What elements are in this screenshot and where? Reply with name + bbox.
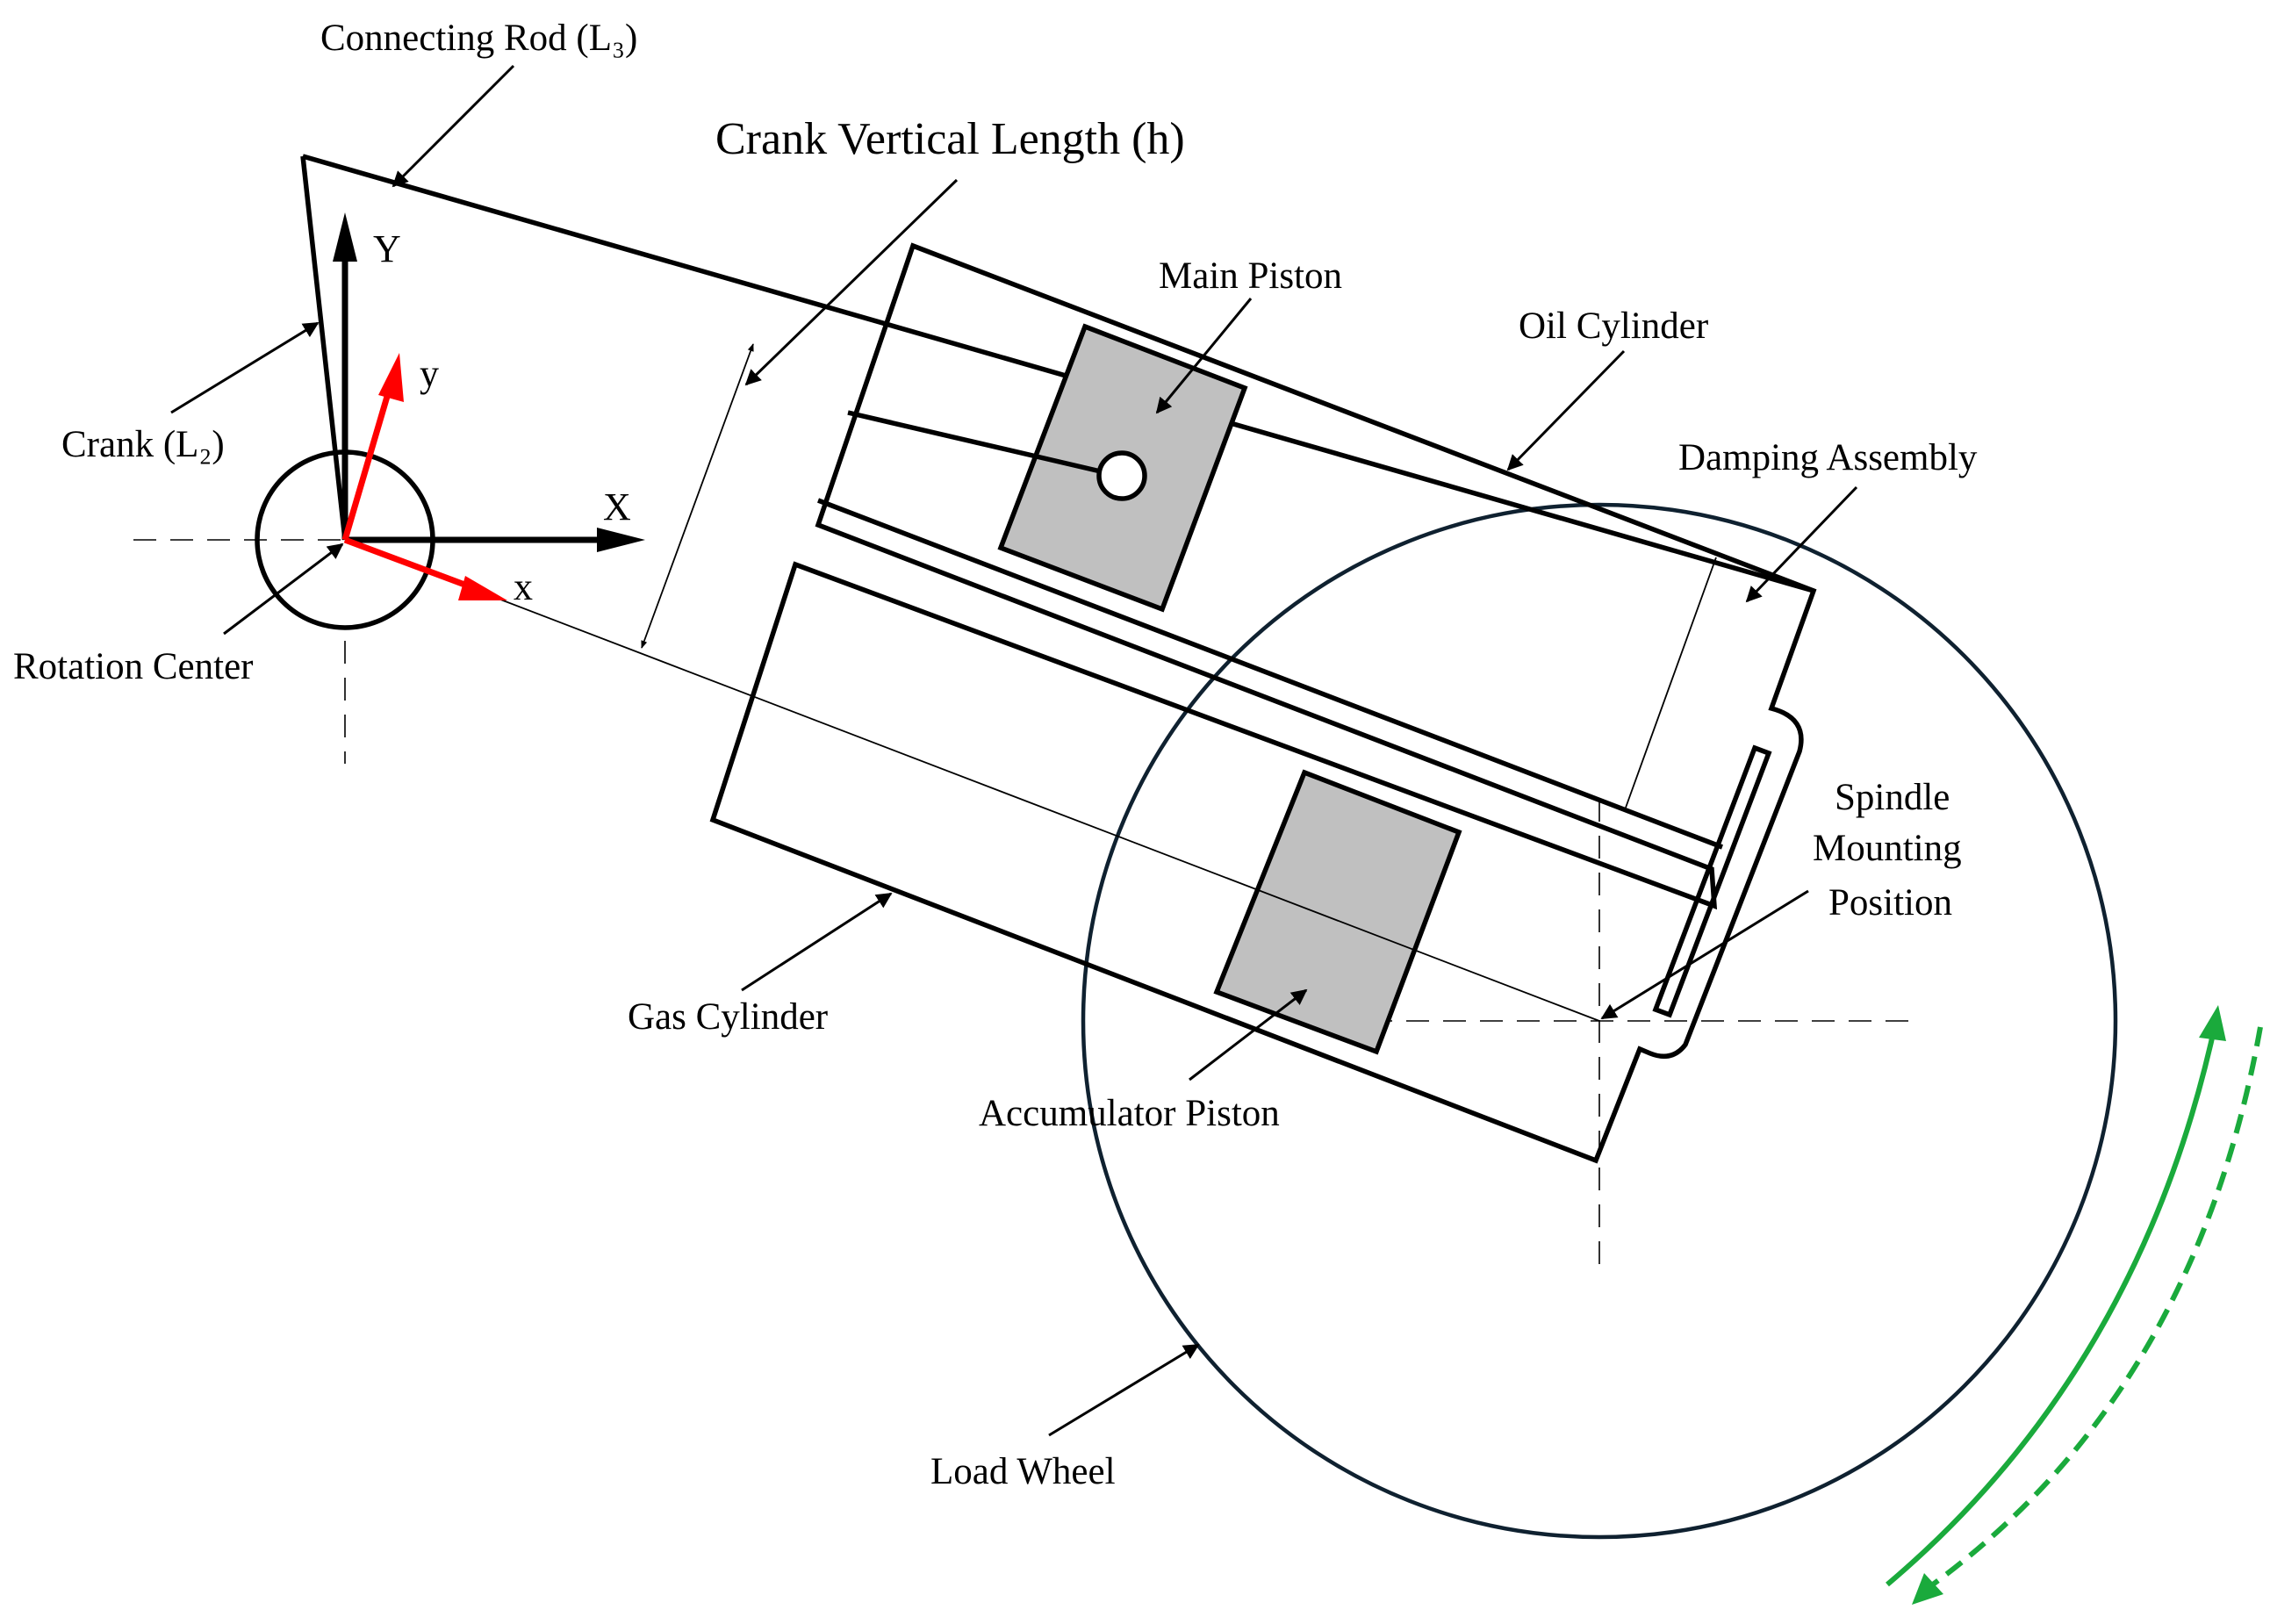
- label-spindle-line3: Position: [1828, 882, 1952, 923]
- rotation-arrow-dashed: [1925, 1026, 2263, 1592]
- global-y-arrowhead: [333, 212, 357, 262]
- axis-label-global-x: X: [603, 485, 631, 528]
- accumulator-piston: [1213, 769, 1462, 1055]
- label-spindle-line1: Spindle: [1835, 777, 1950, 818]
- dimension-h-line: [641, 343, 754, 649]
- rotation-arrow-solid-head: [2199, 1005, 2226, 1041]
- leader-spindle-mounting: [1600, 889, 1809, 1020]
- leader-rotation-center: [223, 543, 344, 636]
- label-oil-cylinder: Oil Cylinder: [1519, 305, 1708, 347]
- leader-load-wheel: [1048, 1343, 1200, 1437]
- label-crank-vertical-length: Crank Vertical Length (h): [715, 114, 1185, 164]
- local-y-arrowhead: [378, 353, 404, 402]
- local-x-arrowhead: [458, 576, 507, 600]
- label-rotation-center: Rotation Center: [13, 646, 253, 687]
- axis-label-local-y: y: [420, 352, 439, 395]
- rotation-arrow-dashed-head: [1912, 1573, 1943, 1605]
- axis-label-local-x: x: [514, 565, 533, 608]
- label-connecting-rod: Connecting Rod (L₃): [320, 18, 637, 59]
- leader-gas-cylinder: [741, 892, 893, 992]
- leader-oil-cylinder: [1506, 349, 1626, 471]
- leader-crank: [170, 321, 320, 414]
- leader-damping-assembly: [1745, 485, 1858, 603]
- label-spindle-line2: Mounting: [1813, 828, 1962, 869]
- global-x-arrowhead: [597, 528, 645, 552]
- label-gas-cylinder: Gas Cylinder: [628, 996, 828, 1038]
- piston-rod: [847, 410, 1105, 475]
- label-crank: Crank (L₂): [61, 424, 225, 465]
- damping-assembly-separator: [1625, 557, 1717, 808]
- label-accumulator-piston: Accumulator Piston: [979, 1093, 1280, 1134]
- load-wheel-circle: [1081, 502, 2118, 1540]
- rotation-arrow-solid: [1886, 1017, 2219, 1587]
- label-damping-assembly: Damping Assembly: [1678, 437, 1978, 478]
- axis-label-global-y: Y: [373, 227, 401, 270]
- leader-crank-vertical-length: [744, 178, 959, 386]
- local-x-axis: [343, 536, 476, 592]
- connecting-rod-link: [302, 154, 1814, 593]
- label-load-wheel: Load Wheel: [930, 1451, 1116, 1492]
- leader-connecting-rod: [392, 64, 515, 188]
- crank-link: [300, 155, 348, 541]
- oil-cylinder-inner-wall: [817, 498, 1723, 850]
- piston-rod-pin: [1096, 450, 1147, 501]
- leader-accumulator-piston: [1189, 988, 1308, 1081]
- spindle-slot: [1652, 744, 1772, 1018]
- reference-line-x: [344, 539, 1600, 1022]
- oil-cylinder-body: [709, 242, 1817, 1164]
- local-y-axis: [341, 384, 394, 541]
- leader-main-piston: [1155, 298, 1253, 414]
- label-main-piston: Main Piston: [1159, 255, 1342, 297]
